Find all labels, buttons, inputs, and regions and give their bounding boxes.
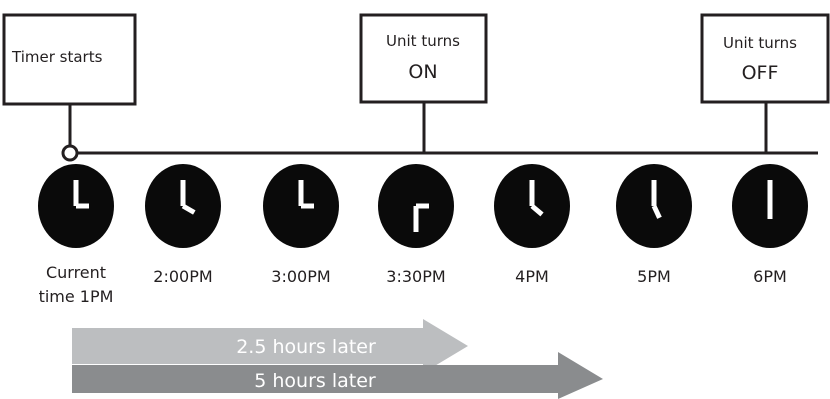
clock-label: 2:00PM [153,267,212,286]
unit-off-line2: OFF [742,62,779,84]
clock-label: 4PM [515,267,549,286]
timer-start-text: Timer starts [11,48,103,66]
clock-hour-hand [651,204,662,219]
clock-label: 3:30PM [386,267,445,286]
arrow-5-hours-shape [72,352,603,399]
clock-label: 6PM [753,267,787,286]
clock-icon [263,164,339,248]
timeline-start-marker [61,144,79,162]
clock-icon [732,164,808,248]
unit-off-line1: Unit turns [723,34,797,52]
unit-off-callout: Unit turns OFF [700,13,830,104]
clocks-row: Current time 1PM 2:00PM 3:00PM 3:30PM 4PM 5PM 6… [38,164,808,306]
arrow-2-5-hours-shape [72,319,468,373]
unit-on-line1: Unit turns [386,32,460,50]
unit-on-line2: ON [408,61,437,83]
clock-label-line2: time 1PM [39,287,114,306]
clock-icon [494,164,570,248]
arrow-2-5-hours: 2.5 hours later [72,319,468,373]
clock-hour-hand [530,204,544,217]
clock-label: 3:00PM [271,267,330,286]
clock-icon [38,164,114,248]
clock-icon [378,164,454,248]
arrow-5-hours-label: 5 hours later [254,370,376,392]
clock-icon [616,164,692,248]
clock-label: Current [46,263,106,282]
clock-label: 5PM [637,267,671,286]
arrow-5-hours: 5 hours later [72,352,603,399]
unit-on-callout: Unit turns ON [359,13,488,104]
clock-icon [145,164,221,248]
clock-hour-hand [181,203,196,215]
timer-start-callout: Timer starts [2,13,137,106]
arrow-2-5-hours-label: 2.5 hours later [236,336,376,358]
